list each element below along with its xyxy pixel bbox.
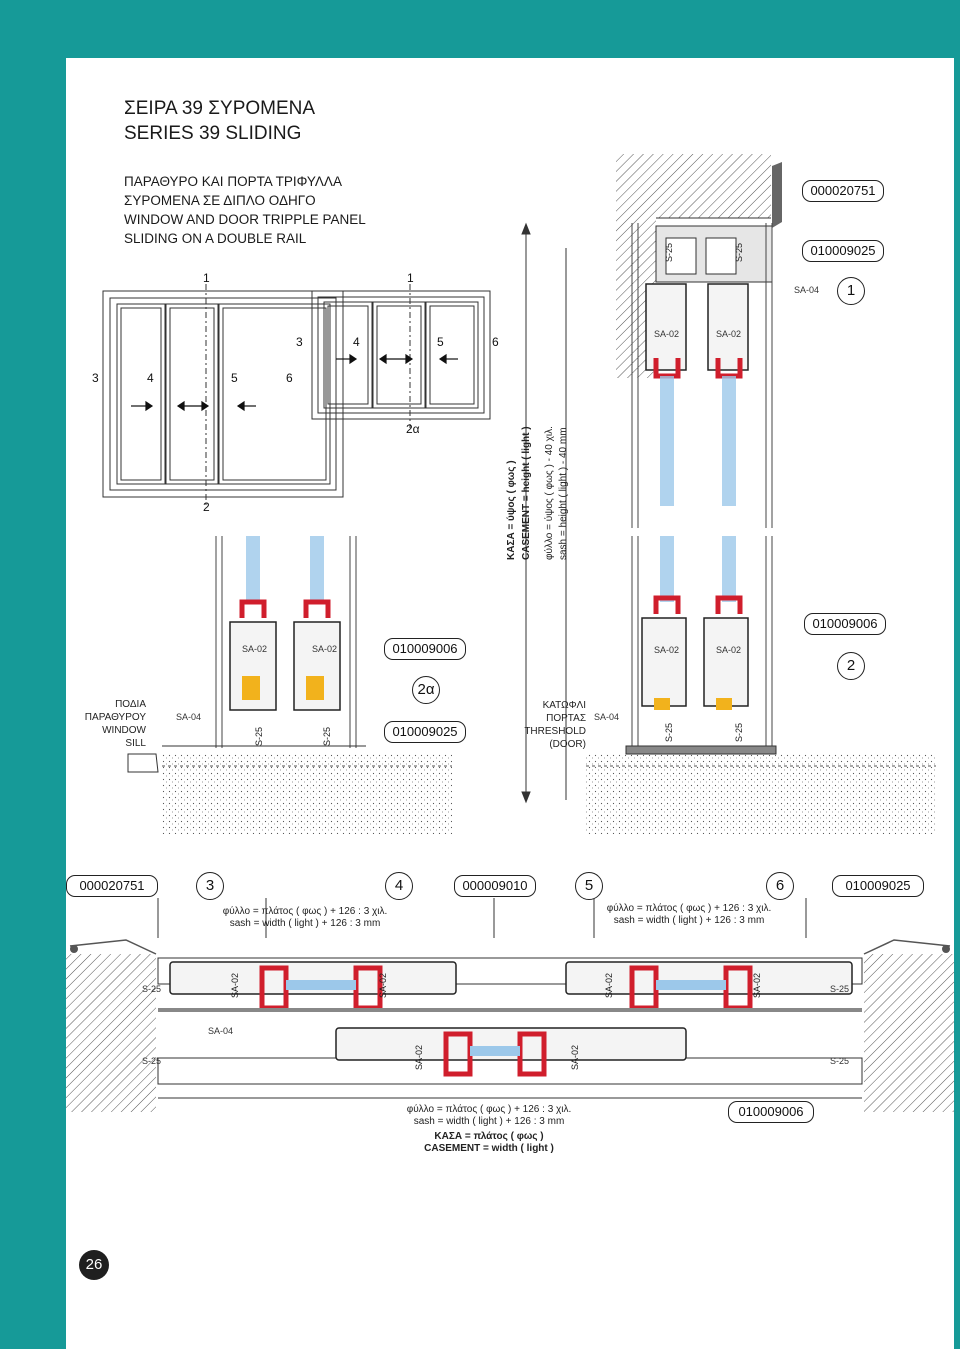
- width-note-left-en: sash = width ( light ) + 126 : 3 mm: [229, 918, 381, 929]
- door-threshold-label-1: ΚΑΤΩΦΛΙ: [542, 700, 586, 711]
- window-sill-label-2: ΠΑΡΑΘΥΡΟΥ: [84, 712, 146, 723]
- page-sheet: ΣΕΙΡΑ 39 ΣΥΡΟΜΕΝΑ SERIES 39 SLIDING ΠΑΡΑ…: [66, 58, 954, 1349]
- description-greek-1: ΠΑΡΑΘΥΡΟ ΚΑΙ ΠΟΡΤΑ ΤΡΙΦΥΛΛΑ: [124, 174, 342, 189]
- door-threshold-label-4: (DOOR): [549, 739, 586, 750]
- elevation-window: [102, 284, 344, 508]
- door-threshold-label-3: THRESHOLD: [524, 726, 586, 737]
- title-english: SERIES 39 SLIDING: [124, 123, 302, 144]
- left-section-6: 6: [286, 371, 293, 385]
- label-s25-h-left-2: S-25: [142, 1056, 162, 1066]
- casement-width-gr: ΚΑΣΑ = πλάτος ( φως ): [434, 1131, 544, 1142]
- right-section-4: 4: [353, 335, 360, 349]
- marker-5: 5: [575, 872, 603, 900]
- label-sa02-h-5: SA-02: [414, 1044, 424, 1070]
- cut-label-1-right: 1: [407, 271, 414, 285]
- marker-1: 1: [837, 277, 865, 305]
- label-s25-h-right-2: S-25: [830, 1056, 850, 1066]
- label-sa02-s2a-b: SA-02: [312, 644, 338, 654]
- description-greek-2: ΣΥΡΟΜΕΝΑ ΣΕ ΔΙΠΛΟ ΟΔΗΓΟ: [124, 193, 316, 208]
- code-box-010009025-left: 010009025: [384, 721, 466, 743]
- sash-height-en: sash = height ( light ) - 40 mm: [558, 427, 569, 560]
- section-2-threshold: [586, 536, 936, 834]
- label-sa02-h-6: SA-02: [570, 1044, 580, 1070]
- label-sa02-s1b: SA-02: [716, 329, 742, 339]
- casement-height-en: CASEMENT = height ( light ): [521, 426, 532, 560]
- label-s25-s1a: S-25: [664, 242, 674, 262]
- label-s25-s2a-a: S-25: [254, 726, 264, 746]
- width-note-right-gr: φύλλο = πλάτος ( φως ) + 126 : 3 χιλ.: [606, 903, 772, 914]
- code-box-010009025-top: 010009025: [802, 240, 884, 262]
- label-sa04-s2: SA-04: [594, 712, 620, 722]
- marker-2a: 2α: [412, 676, 440, 704]
- code-box-010009006-bottom: 010009006: [728, 1101, 814, 1123]
- horizontal-section: [66, 939, 954, 1112]
- casement-height-gr: ΚΑΣΑ = ύψος ( φως ): [506, 460, 517, 560]
- technical-drawing: [66, 154, 954, 1112]
- page-number: 26: [79, 1250, 109, 1280]
- label-s25-s2b: S-25: [734, 722, 744, 742]
- window-sill-label-1: ΠΟΔΙΑ: [115, 699, 146, 710]
- direction-arrows: [131, 353, 458, 412]
- label-sa02-h-4: SA-02: [752, 972, 762, 998]
- label-sa04-s1: SA-04: [794, 285, 820, 295]
- cut-label-2a: 2α: [406, 422, 420, 436]
- label-sa02-h-3: SA-02: [604, 972, 614, 998]
- cut-label-2: 2: [203, 500, 210, 514]
- right-section-3: 3: [296, 335, 303, 349]
- label-sa02-h-2: SA-02: [378, 972, 388, 998]
- left-section-5: 5: [231, 371, 238, 385]
- label-s25-s2a-b: S-25: [322, 726, 332, 746]
- label-sa04-h: SA-04: [208, 1026, 234, 1036]
- marker-3: 3: [196, 872, 224, 900]
- label-sa02-s2b: SA-02: [716, 645, 742, 655]
- elevation-door: [311, 284, 491, 428]
- height-dimension: [521, 222, 567, 804]
- code-box-000020751-bottom: 000020751: [66, 875, 158, 897]
- title-greek: ΣΕΙΡΑ 39 ΣΥΡΟΜΕΝΑ: [124, 98, 316, 119]
- right-section-5: 5: [437, 335, 444, 349]
- label-sa02-s1a: SA-02: [654, 329, 680, 339]
- label-s25-s2a: S-25: [664, 722, 674, 742]
- window-sill-label-4: SILL: [125, 738, 146, 749]
- cut-label-1-left: 1: [203, 271, 210, 285]
- marker-6: 6: [766, 872, 794, 900]
- sash-height-gr: φύλλο = ύψος ( φως ) - 40 χιλ.: [544, 426, 555, 560]
- width-note-center-gr: φύλλο = πλάτος ( φως ) + 126 : 3 χιλ.: [406, 1104, 572, 1115]
- width-note-center-en: sash = width ( light ) + 126 : 3 mm: [413, 1116, 565, 1127]
- cut-lines: [157, 898, 807, 938]
- left-section-4: 4: [147, 371, 154, 385]
- left-section-3: 3: [92, 371, 99, 385]
- description-english-1: WINDOW AND DOOR TRIPPLE PANEL: [124, 212, 366, 227]
- label-s25-h-left-1: S-25: [142, 984, 162, 994]
- marker-2: 2: [837, 652, 865, 680]
- marker-4: 4: [385, 872, 413, 900]
- door-threshold-label-2: ΠΟΡΤΑΣ: [546, 713, 586, 724]
- section-1-head: [616, 154, 782, 528]
- code-box-000020751-top: 000020751: [802, 180, 884, 202]
- window-sill-label-3: WINDOW: [102, 725, 146, 736]
- code-box-010009025-bottom: 010009025: [832, 875, 924, 897]
- label-sa02-h-1: SA-02: [230, 972, 240, 998]
- width-note-right-en: sash = width ( light ) + 126 : 3 mm: [613, 915, 765, 926]
- code-box-000009010: 000009010: [454, 875, 536, 897]
- description-english-2: SLIDING ON A DOUBLE RAIL: [124, 231, 307, 246]
- code-box-010009006-right: 010009006: [804, 613, 886, 635]
- label-sa02-s2a-a: SA-02: [242, 644, 268, 654]
- label-s25-h-right-1: S-25: [830, 984, 850, 994]
- right-section-6: 6: [492, 335, 499, 349]
- casement-width-en: CASEMENT = width ( light ): [424, 1143, 554, 1154]
- width-note-left-gr: φύλλο = πλάτος ( φως ) + 126 : 3 χιλ.: [222, 906, 388, 917]
- section-2a-window-sill: [127, 536, 452, 834]
- label-sa02-s2a: SA-02: [654, 645, 680, 655]
- label-sa04-s2a: SA-04: [176, 712, 202, 722]
- code-box-010009006-left: 010009006: [384, 638, 466, 660]
- label-s25-s1b: S-25: [734, 242, 744, 262]
